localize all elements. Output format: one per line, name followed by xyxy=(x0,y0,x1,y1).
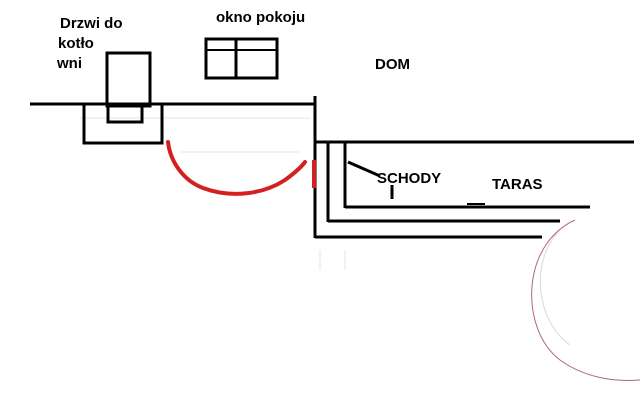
house-label: DOM xyxy=(375,56,410,73)
terrace-curve xyxy=(531,219,640,381)
terrace-label: TARAS xyxy=(492,176,543,193)
stairs-pointer-1 xyxy=(347,160,381,178)
boiler-room-door xyxy=(105,51,152,108)
room-window xyxy=(204,37,279,80)
window-label: okno pokoju xyxy=(216,9,306,26)
door-swing-arc xyxy=(166,140,307,196)
stairs-label: SCHODY xyxy=(377,170,442,187)
door-step-inner xyxy=(106,102,144,124)
faint-artifacts xyxy=(80,117,346,270)
boiler-door-label-line1: Drzwi do xyxy=(60,15,123,32)
boiler-door-label-line2: kotło xyxy=(58,35,94,52)
boiler-door-label: Drzwi do kotło wni xyxy=(57,14,155,74)
boiler-door-label-line3: wni xyxy=(57,55,82,72)
terrace-curve-inner xyxy=(539,229,571,346)
